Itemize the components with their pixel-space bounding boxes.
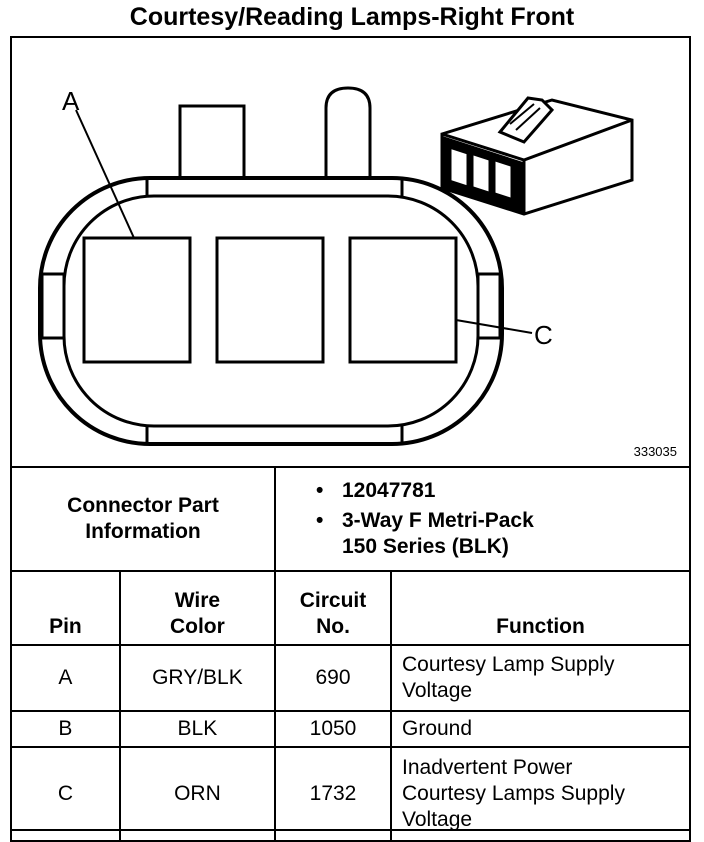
circuit-cell: 690 xyxy=(274,644,392,712)
header-function: Function xyxy=(390,570,691,646)
connector-frame: A C 333035 xyxy=(10,36,691,831)
wire-color-cell: BLK xyxy=(118,710,277,748)
latch-tab xyxy=(178,104,246,184)
connector-drawing: A C xyxy=(38,86,634,446)
function-cell: Ground xyxy=(390,710,691,748)
connector-info-label: Connector Part Information xyxy=(10,466,276,572)
cavity-c xyxy=(348,236,458,364)
table-row: B BLK 1050 Ground xyxy=(10,710,691,748)
cavity-b xyxy=(215,236,325,364)
part-number: 12047781 xyxy=(316,478,689,504)
callout-a: A xyxy=(62,86,80,116)
leader-c xyxy=(455,319,533,334)
connector-diagram: A C 333035 xyxy=(12,38,689,466)
callout-c: C xyxy=(534,320,553,350)
circuit-cell: 1050 xyxy=(274,710,392,748)
pin-cell: A xyxy=(10,644,121,712)
pin-cell: C xyxy=(10,746,121,842)
wire-color-cell: GRY/BLK xyxy=(118,644,277,712)
connector-info-row: Connector Part Information 12047781 3-Wa… xyxy=(10,466,691,572)
connector-isometric-view xyxy=(440,96,634,216)
page-title: Courtesy/Reading Lamps-Right Front xyxy=(129,3,575,31)
wire-color-cell: ORN xyxy=(118,746,277,842)
pin-cell: B xyxy=(10,710,121,748)
circuit-cell: 1732 xyxy=(274,746,392,842)
leader-a xyxy=(75,109,135,239)
header-pin: Pin xyxy=(10,570,121,646)
connector-table: Connector Part Information 12047781 3-Wa… xyxy=(10,466,691,842)
cavity-a xyxy=(82,236,192,364)
figure-id: 333035 xyxy=(633,444,677,459)
